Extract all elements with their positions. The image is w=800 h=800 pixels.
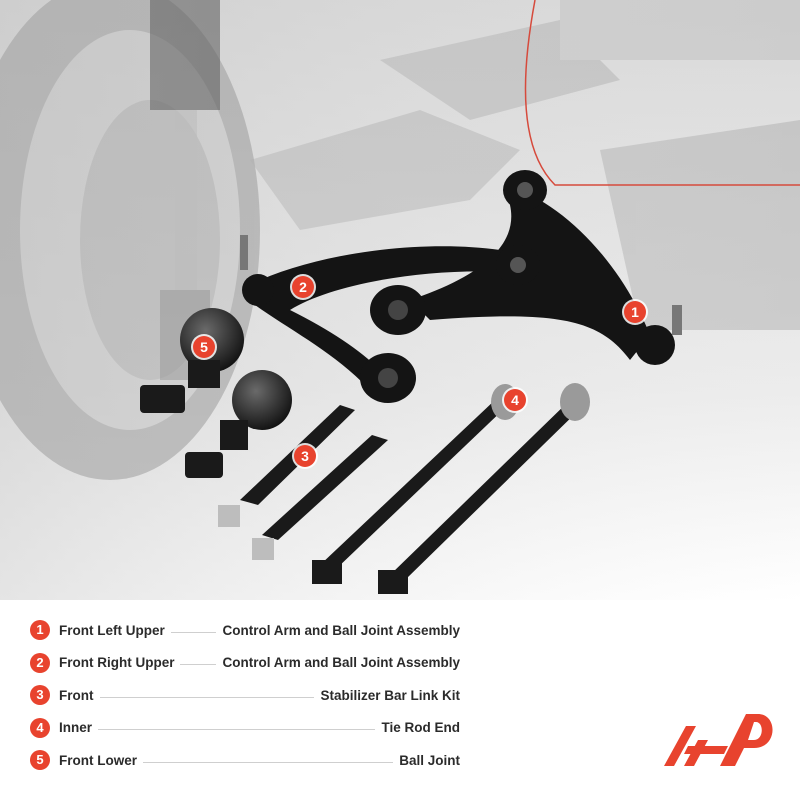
front-right-upper-control-arm: [240, 235, 540, 403]
stabilizer-ball-joint: [185, 370, 292, 478]
legend-row: 5 Front Lower Ball Joint: [30, 744, 460, 777]
legend-position: Inner: [59, 720, 93, 736]
legend-leader-line: [99, 696, 315, 698]
legend-part-name: Control Arm and Ball Joint Assembly: [222, 655, 460, 671]
legend-number: 5: [30, 750, 50, 771]
callout-badge-2: 2: [292, 276, 314, 298]
legend-leader-line: [143, 761, 394, 763]
legend-row: 3 Front Stabilizer Bar Link Kit: [30, 679, 460, 712]
callout-badge-3: 3: [294, 445, 316, 467]
stabilizer-bar-link-2: [252, 435, 388, 560]
callout-badge-1: 1: [624, 301, 646, 323]
legend-number: 2: [30, 652, 50, 673]
brand-logo-icon: [664, 714, 773, 766]
legend-number: 1: [30, 620, 50, 641]
legend-part-name: Tie Rod End: [381, 720, 460, 736]
legend-number: 4: [30, 717, 50, 738]
tie-rod-end-2: [378, 383, 590, 594]
legend-part-name: Stabilizer Bar Link Kit: [320, 687, 460, 703]
legend-leader-line: [170, 631, 217, 633]
product-photo: [0, 0, 800, 600]
legend-leader-line: [98, 729, 376, 731]
legend-position: Front Right Upper: [59, 655, 175, 671]
legend-row: 2 Front Right Upper Control Arm and Ball…: [30, 647, 460, 680]
callout-badge-4: 4: [504, 389, 526, 411]
legend-row: 4 Inner Tie Rod End: [30, 712, 460, 745]
legend-position: Front Lower: [59, 752, 137, 768]
callout-badge-5: 5: [193, 336, 215, 358]
legend-number: 3: [30, 685, 50, 706]
legend-leader-line: [180, 664, 217, 666]
parts-legend: 1 Front Left Upper Control Arm and Ball …: [30, 614, 460, 777]
legend-part-name: Ball Joint: [399, 752, 460, 768]
legend-row: 1 Front Left Upper Control Arm and Ball …: [30, 614, 460, 647]
legend-position: Front: [59, 687, 94, 703]
legend-part-name: Control Arm and Ball Joint Assembly: [222, 622, 460, 638]
legend-position: Front Left Upper: [59, 622, 165, 638]
